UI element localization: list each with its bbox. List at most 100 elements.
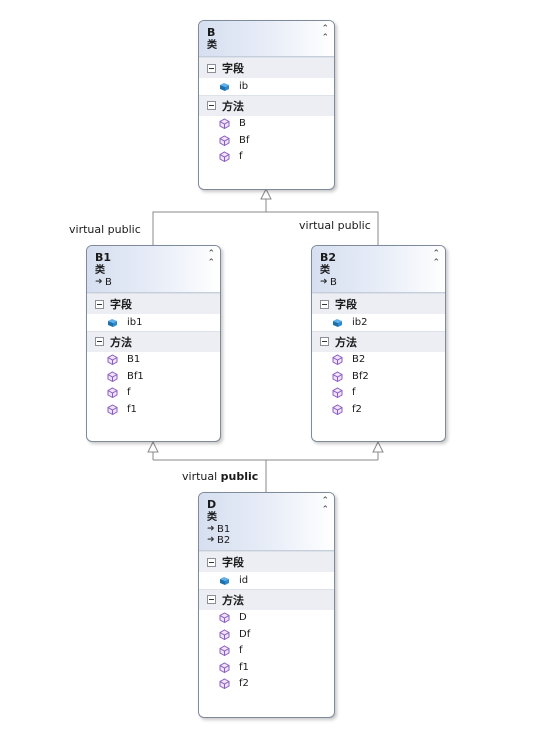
method-icon	[219, 629, 230, 640]
base-class: ➜B	[320, 277, 437, 288]
method-name: f1	[127, 403, 137, 415]
methods-section-header[interactable]: 方法	[312, 330, 445, 352]
method-item[interactable]: f	[199, 149, 334, 166]
methods-section-header[interactable]: 方法	[199, 94, 334, 116]
edge-label-b1: virtual public	[69, 223, 141, 236]
inherit-arrow-icon: ➜	[95, 277, 103, 287]
method-name: f	[352, 387, 356, 399]
method-icon	[219, 118, 230, 130]
base-class: ➜B2	[207, 535, 326, 546]
method-item[interactable]: f2	[199, 676, 334, 693]
method-name: f2	[352, 403, 362, 415]
method-icon	[219, 645, 230, 657]
field-name: ib	[239, 80, 249, 92]
field-icon	[107, 317, 118, 328]
class-name: B1	[95, 251, 112, 264]
collapse-box-icon[interactable]	[207, 101, 216, 110]
field-item[interactable]: ib	[199, 78, 334, 95]
method-item[interactable]: Bf	[199, 132, 334, 149]
method-icon	[107, 404, 118, 415]
fields-section-header[interactable]: 字段	[199, 551, 334, 572]
method-icon	[219, 662, 230, 673]
method-name: Bf1	[127, 370, 144, 382]
field-name: id	[239, 574, 249, 586]
method-icon	[107, 354, 118, 366]
method-item[interactable]: D	[199, 610, 334, 627]
methods-section-title: 方法	[110, 335, 132, 349]
method-item[interactable]: f2	[312, 401, 445, 418]
collapse-box-icon[interactable]	[95, 299, 104, 309]
chevron-up-double-icon[interactable]: ⌃⌃	[432, 249, 439, 268]
methods-section-title: 方法	[222, 593, 244, 607]
method-item[interactable]: f	[199, 643, 334, 660]
field-icon	[332, 317, 343, 328]
method-name: f	[239, 645, 243, 657]
class-name: D	[207, 498, 217, 511]
methods-section-title: 方法	[335, 335, 357, 349]
method-icon	[219, 612, 230, 624]
method-item[interactable]: B2	[312, 352, 445, 369]
method-name: f1	[239, 661, 249, 673]
collapse-box-icon[interactable]	[207, 557, 216, 567]
methods-list: B1 Bf1 f f1	[87, 351, 220, 418]
methods-section-header[interactable]: 方法	[87, 330, 220, 352]
edge-label-d: virtual public	[182, 470, 258, 483]
field-item[interactable]: ib1	[87, 314, 220, 331]
methods-list: D Df f f1 f2	[199, 609, 334, 693]
fields-list: ib1	[87, 314, 220, 331]
method-item[interactable]: f1	[87, 401, 220, 418]
fields-section-title: 字段	[222, 556, 244, 569]
method-icon	[219, 135, 230, 146]
method-item[interactable]: Bf1	[87, 368, 220, 385]
fields-section-header[interactable]: 字段	[87, 293, 220, 314]
collapse-box-icon[interactable]	[207, 63, 216, 73]
edge-label-text: virtual public	[299, 219, 371, 232]
collapse-box-icon[interactable]	[207, 595, 216, 604]
field-item[interactable]: id	[199, 572, 334, 589]
collapse-box-icon[interactable]	[320, 299, 329, 309]
method-item[interactable]: f	[312, 385, 445, 402]
method-name: f2	[239, 678, 249, 690]
collapse-box-icon[interactable]	[320, 337, 329, 346]
method-icon	[219, 151, 230, 163]
method-item[interactable]: B	[199, 116, 334, 133]
method-item[interactable]: Bf2	[312, 368, 445, 385]
base-class-name: B2	[217, 535, 231, 546]
field-icon	[219, 575, 230, 586]
methods-section-header[interactable]: 方法	[199, 588, 334, 610]
method-icon	[107, 371, 118, 382]
field-name: ib1	[127, 316, 143, 328]
chevron-up-double-icon[interactable]: ⌃⌃	[321, 24, 328, 43]
method-icon	[332, 404, 343, 415]
chevron-up-double-icon[interactable]: ⌃⌃	[321, 496, 328, 515]
method-item[interactable]: f1	[199, 659, 334, 676]
fields-section-header[interactable]: 字段	[199, 57, 334, 78]
method-icon	[107, 387, 118, 399]
edge-label-b2: virtual public	[299, 219, 371, 232]
method-icon	[219, 678, 230, 690]
fields-section-header[interactable]: 字段	[312, 293, 445, 314]
chevron-up-double-icon[interactable]: ⌃⌃	[207, 249, 214, 268]
method-name: B	[239, 118, 246, 130]
field-item[interactable]: ib2	[312, 314, 445, 331]
method-item[interactable]: f	[87, 385, 220, 402]
method-item[interactable]: Df	[199, 626, 334, 643]
method-name: B1	[127, 354, 141, 366]
method-name: Bf2	[352, 370, 369, 382]
collapse-box-icon[interactable]	[95, 337, 104, 346]
methods-section-title: 方法	[222, 99, 244, 113]
method-item[interactable]: B1	[87, 352, 220, 369]
class-kind: 类	[320, 265, 330, 276]
edge-label-bold: public	[220, 470, 259, 483]
method-name: f	[127, 387, 131, 399]
field-icon	[219, 81, 230, 92]
inherit-arrow-icon: ➜	[207, 535, 215, 545]
fields-list: id	[199, 572, 334, 589]
